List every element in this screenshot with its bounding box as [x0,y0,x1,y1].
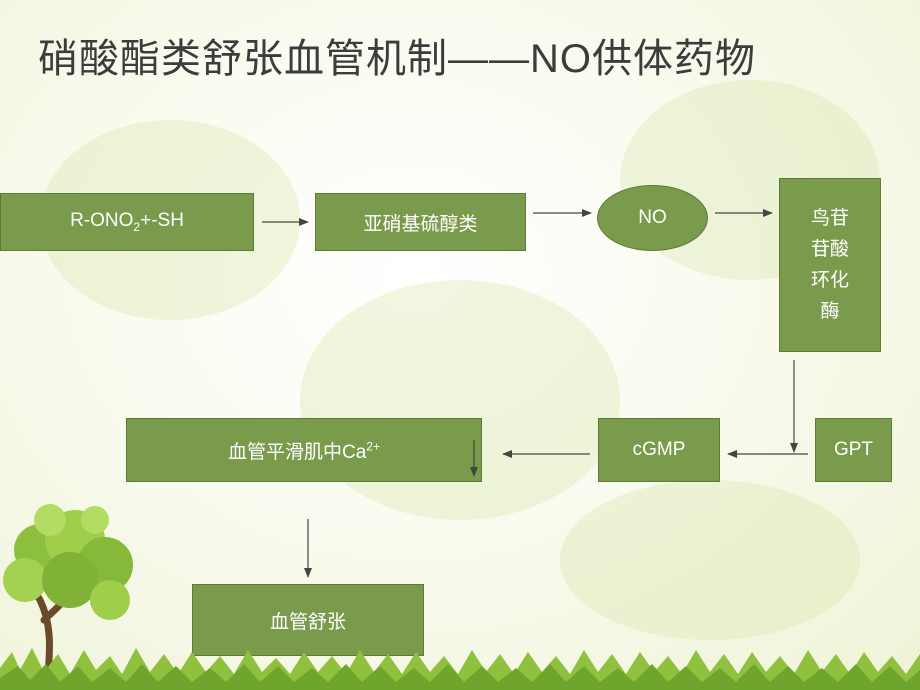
node-no: NO [597,185,708,251]
node-r-ono2-label: R-ONO2+-SH [70,210,184,234]
node-calcium-label: 血管平滑肌中Ca2+ [228,439,380,463]
background-blob [560,480,860,640]
node-calcium: 血管平滑肌中Ca2+ [126,418,482,482]
node-vasodilation: 血管舒张 [192,584,424,656]
node-gc-line: 鸟苷 [810,208,849,229]
node-gpt: GPT [815,418,892,482]
node-cgmp: cGMP [598,418,720,482]
node-guanylate-cyclase: 鸟苷 苷酸 环化 酶 [779,178,881,352]
node-nitrosothiol: 亚硝基硫醇类 [315,193,526,251]
tree-illustration [3,504,133,679]
node-gc-line: 环化 [810,270,849,291]
node-gc-line: 酶 [820,301,840,322]
node-r-ono2-sh: R-ONO2+-SH [0,193,254,251]
grass-decoration [0,648,920,690]
node-gc-line: 苷酸 [810,239,849,260]
slide-title: 硝酸酯类舒张血管机制——NO供体药物 [38,37,756,81]
